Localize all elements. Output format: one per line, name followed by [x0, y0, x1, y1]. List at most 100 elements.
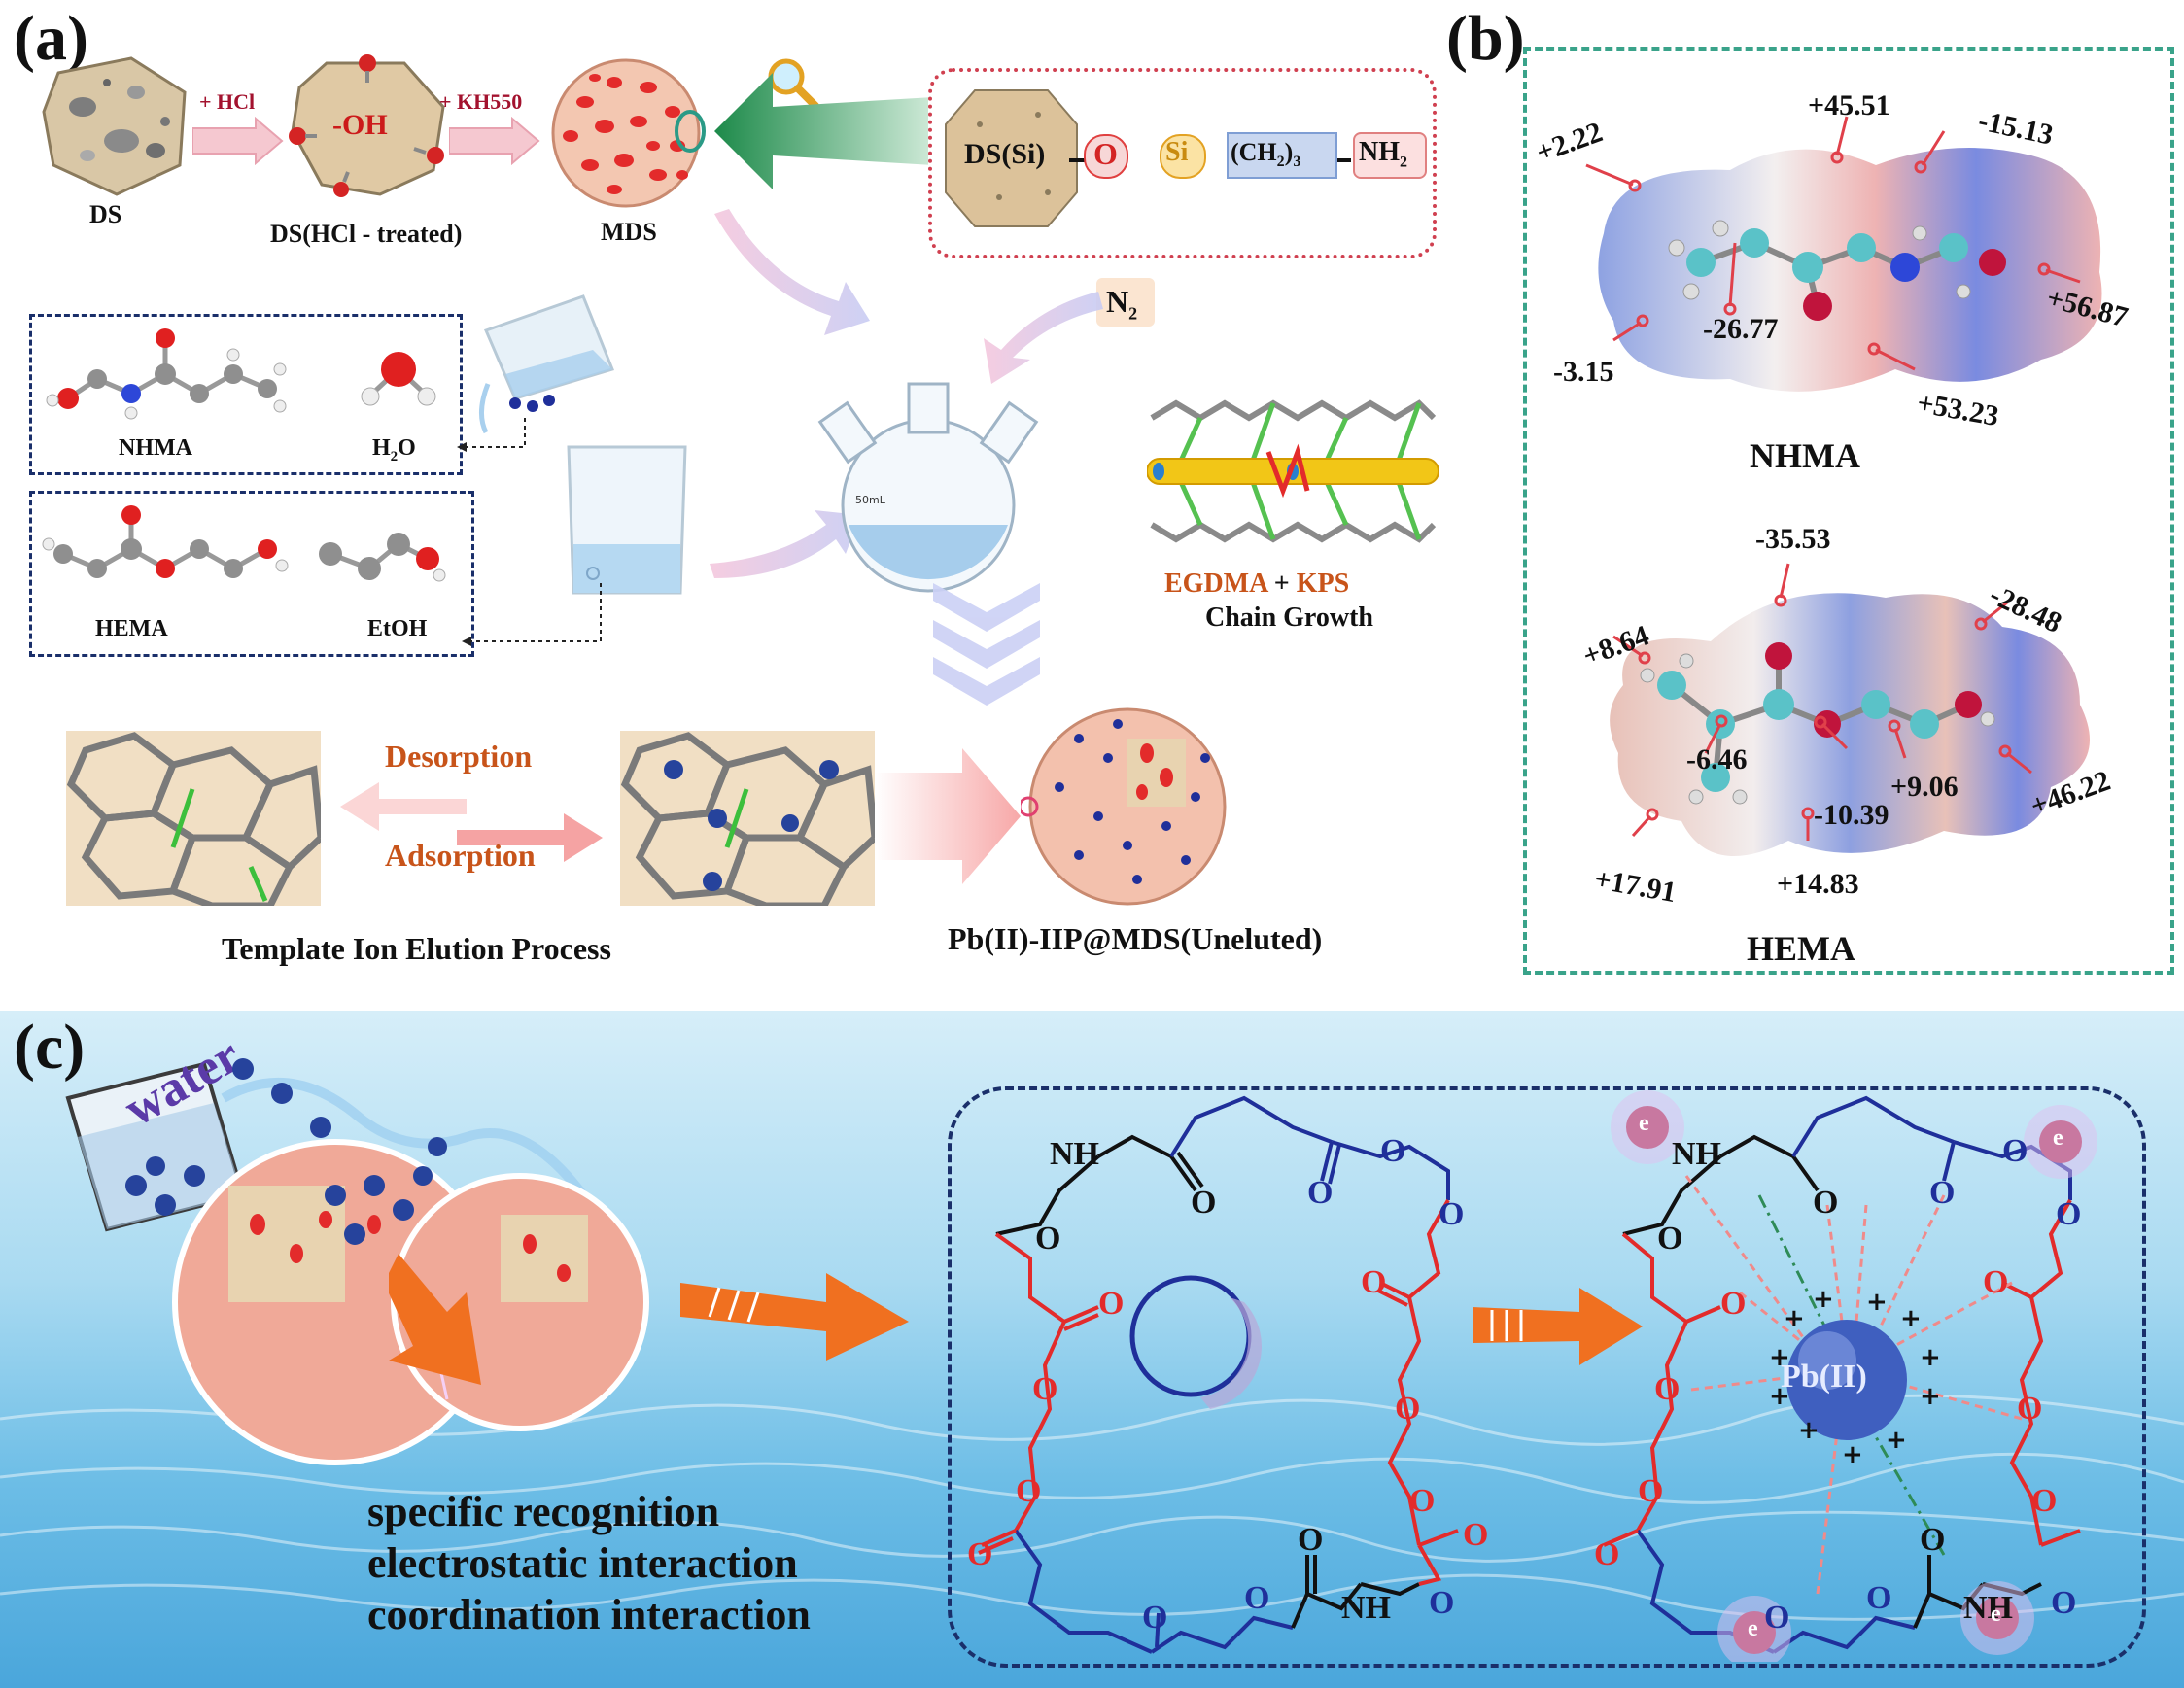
nhma-value-6: -3.15	[1553, 356, 1614, 388]
svg-text:+: +	[1920, 1382, 1941, 1411]
hema-value-5: +9.06	[1890, 771, 1959, 803]
svg-text:O: O	[2056, 1196, 2081, 1232]
svg-text:O: O	[1463, 1517, 1488, 1553]
silicon-label: Si	[1165, 137, 1189, 167]
nhma-value-2: +45.51	[1808, 89, 1890, 121]
adsorption-label: Adsorption	[385, 838, 536, 873]
water-molecule	[361, 352, 436, 406]
orange-down-arrow	[389, 1254, 481, 1385]
hcl-label: + HCl	[199, 89, 256, 114]
hema-pointers	[1612, 563, 2032, 841]
electron-4: e	[1991, 1602, 2001, 1627]
electron-2: e	[2053, 1125, 2063, 1151]
hema-title: HEMA	[1747, 929, 1855, 968]
svg-text:+: +	[1813, 1285, 1834, 1314]
svg-text:O: O	[1016, 1473, 1041, 1509]
h2o-label: H2O	[372, 435, 416, 465]
desorption-label: Desorption	[385, 739, 533, 774]
svg-text:+: +	[1769, 1343, 1790, 1372]
hema-label: HEMA	[95, 616, 168, 641]
svg-text:+: +	[1900, 1304, 1922, 1333]
orange-arrow-2	[1473, 1288, 1643, 1365]
svg-text:O: O	[1409, 1483, 1435, 1519]
svg-text:O: O	[2031, 1483, 2057, 1519]
three-neck-flask-icon	[817, 382, 1039, 593]
mds-particle	[551, 58, 706, 208]
svg-text:O: O	[2002, 1133, 2028, 1169]
flask-volume-label: 50mL	[855, 494, 885, 506]
svg-text:+: +	[1769, 1382, 1790, 1411]
loaded-network-image	[620, 731, 875, 906]
svg-text:O: O	[1395, 1391, 1420, 1427]
svg-text:NH: NH	[1672, 1136, 1721, 1172]
hema-esp-surface	[1610, 593, 2090, 856]
to-uneluted-arrow	[875, 748, 1021, 884]
panel-a-label: (a)	[14, 3, 88, 74]
ds-treated-particle	[289, 54, 445, 197]
dotted-leader-lines	[457, 418, 602, 646]
elution-process-label: Template Ion Elution Process	[222, 931, 611, 966]
svg-text:O: O	[1929, 1175, 1955, 1211]
nhma-pointers	[1585, 116, 2081, 371]
ds-si-label: DS(Si)	[964, 138, 1046, 170]
svg-text:O: O	[1307, 1175, 1333, 1211]
svg-text:O: O	[1439, 1196, 1464, 1232]
nhma-value-4: -26.77	[1703, 313, 1779, 345]
elution-arrows	[340, 782, 603, 862]
svg-text:NH: NH	[1963, 1590, 2013, 1626]
ds-si-particle	[945, 89, 1078, 227]
svg-text:+: +	[1866, 1288, 1888, 1317]
hcl-arrow	[192, 117, 284, 165]
svg-text:O: O	[1638, 1473, 1663, 1509]
hema-value-4: -6.46	[1686, 743, 1748, 775]
oxygen-node	[1084, 134, 1128, 179]
beaker-icon	[567, 445, 687, 595]
eluted-network-image	[66, 731, 321, 906]
svg-text:NH: NH	[1050, 1136, 1099, 1172]
oxygen-label: O	[1093, 136, 1118, 171]
n2-label: N2	[1106, 284, 1138, 324]
oh-label: -OH	[332, 109, 388, 141]
svg-text:+: +	[1784, 1304, 1805, 1333]
svg-text:O: O	[967, 1536, 992, 1572]
svg-text:O: O	[1720, 1286, 1746, 1322]
svg-text:O: O	[1244, 1580, 1269, 1616]
etoh-label: EtOH	[367, 616, 428, 641]
svg-text:O: O	[2051, 1585, 2076, 1621]
hema-molecule	[42, 505, 289, 578]
interaction-1: specific recognition	[367, 1488, 720, 1535]
amine-node	[1353, 132, 1427, 179]
ethanol-molecule	[319, 533, 446, 582]
svg-text:O: O	[1298, 1522, 1323, 1558]
svg-text:O: O	[1657, 1221, 1682, 1257]
crosslink-network	[1147, 399, 1439, 543]
pb-ion-label: Pb(II)	[1781, 1359, 1867, 1395]
nhma-molecule	[46, 328, 287, 420]
svg-text:O: O	[1361, 1264, 1386, 1300]
svg-text:O: O	[1813, 1185, 1838, 1221]
hema-value-9: +14.83	[1777, 868, 1859, 900]
interaction-2: electrostatic interaction	[367, 1538, 798, 1587]
cavity-polymer: NH O O O O O O O O O O NH O O O O O O O …	[967, 1095, 1488, 1654]
hema-value-1: -35.53	[1755, 523, 1831, 555]
svg-text:O: O	[1594, 1536, 1619, 1572]
flow-arrows	[710, 209, 1103, 578]
svg-text:O: O	[1429, 1585, 1454, 1621]
svg-text:+: +	[1886, 1426, 1907, 1455]
pouring-beaker-icon	[479, 294, 615, 434]
esp-box	[1523, 47, 2174, 975]
svg-text:NH: NH	[1341, 1590, 1391, 1626]
svg-text:O: O	[1866, 1580, 1891, 1616]
svg-text:O: O	[1098, 1286, 1124, 1322]
electron-1: e	[1639, 1111, 1649, 1136]
ds-treated-label: DS(HCl - treated)	[270, 220, 463, 248]
interaction-3: coordination interaction	[367, 1590, 811, 1638]
mds-label: MDS	[601, 218, 657, 246]
hema-etoh-box	[29, 491, 474, 657]
kh550-label: + KH550	[439, 89, 523, 114]
hema-value-6: -10.39	[1814, 799, 1889, 831]
svg-text:O: O	[1764, 1600, 1789, 1636]
nhma-label: NHMA	[119, 435, 192, 461]
svg-text:O: O	[1983, 1264, 2008, 1300]
n2-box	[1096, 278, 1155, 327]
